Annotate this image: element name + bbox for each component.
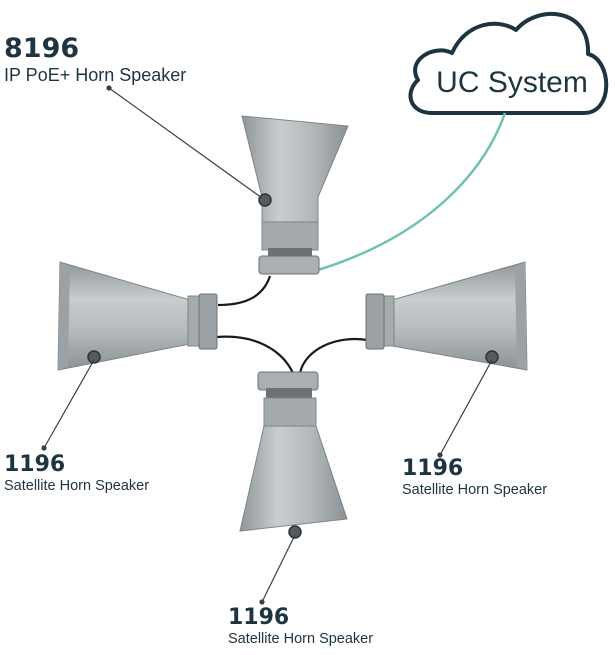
leader-left	[43, 359, 95, 449]
main-speaker-label: 8196 IP PoE+ Horn Speaker	[4, 34, 186, 86]
bottom-speaker-marker	[288, 525, 302, 539]
right-satellite-label: 1196 Satellite Horn Speaker	[402, 456, 547, 500]
bottom-satellite-label: 1196 Satellite Horn Speaker	[228, 605, 373, 649]
cable-main-to-left	[217, 275, 272, 307]
main-speaker-model: 8196	[4, 33, 80, 64]
leader-lines	[41, 85, 493, 605]
right-satellite-description: Satellite Horn Speaker	[402, 482, 548, 498]
main-speaker-marker	[258, 193, 272, 207]
left-speaker-marker	[87, 350, 101, 364]
leader-bottom	[261, 534, 296, 603]
left-satellite-model: 1196	[4, 452, 66, 477]
left-satellite-description: Satellite Horn Speaker	[4, 478, 150, 494]
right-speaker-marker	[485, 350, 499, 364]
speaker-cables	[216, 275, 368, 374]
left-satellite-label: 1196 Satellite Horn Speaker	[4, 452, 149, 496]
bottom-satellite-description: Satellite Horn Speaker	[228, 631, 374, 647]
cloud-icon	[408, 11, 609, 115]
right-satellite-speaker	[365, 261, 528, 371]
left-satellite-speaker	[57, 261, 218, 371]
network-line	[317, 112, 507, 272]
cable-right-to-bottom	[298, 337, 368, 374]
leader-right	[439, 359, 493, 456]
cloud-label: UC System	[436, 66, 588, 99]
leader-main	[108, 87, 263, 199]
main-speaker-description: IP PoE+ Horn Speaker	[4, 65, 187, 85]
bottom-satellite-speaker	[239, 371, 348, 539]
bottom-satellite-model: 1196	[228, 605, 290, 630]
main-speaker-8196	[241, 115, 349, 275]
cable-left-to-bottom	[216, 335, 294, 374]
right-satellite-model: 1196	[402, 456, 464, 481]
